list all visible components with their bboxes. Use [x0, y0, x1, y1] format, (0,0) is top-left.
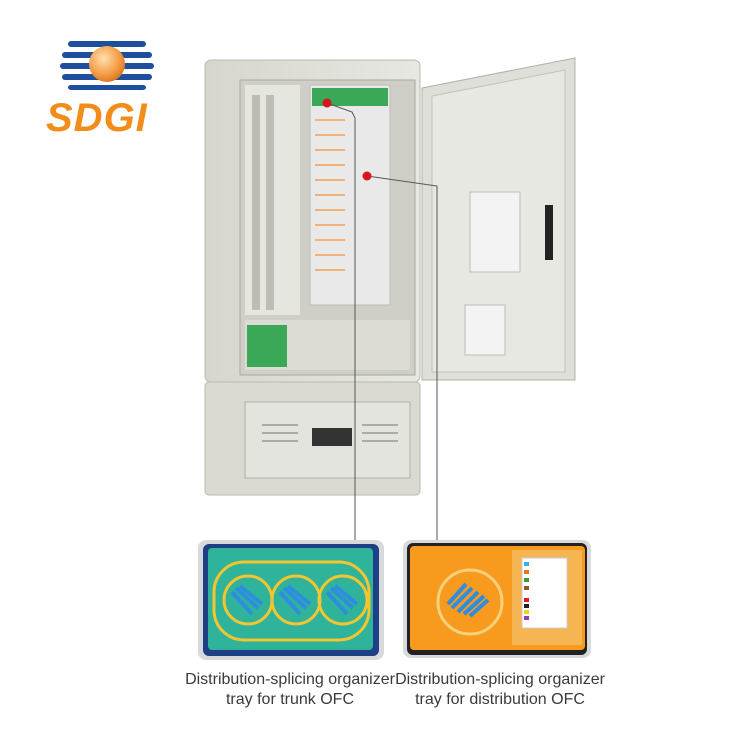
caption-distribution-tray: Distribution-splicing organizer tray for… — [395, 671, 605, 708]
tray-trunk-image — [198, 540, 384, 660]
cabinet-door — [421, 57, 576, 381]
caption-trunk-tray: Distribution-splicing organizer tray for… — [185, 671, 395, 708]
logo-mark — [60, 40, 154, 92]
logo-text: SDGI — [46, 96, 148, 140]
tray-distribution-image — [403, 540, 591, 658]
cabinet — [204, 59, 421, 496]
callout-lines — [326, 102, 438, 545]
callout-dot-trunk — [322, 98, 332, 108]
callout-dot-distribution — [362, 171, 372, 181]
